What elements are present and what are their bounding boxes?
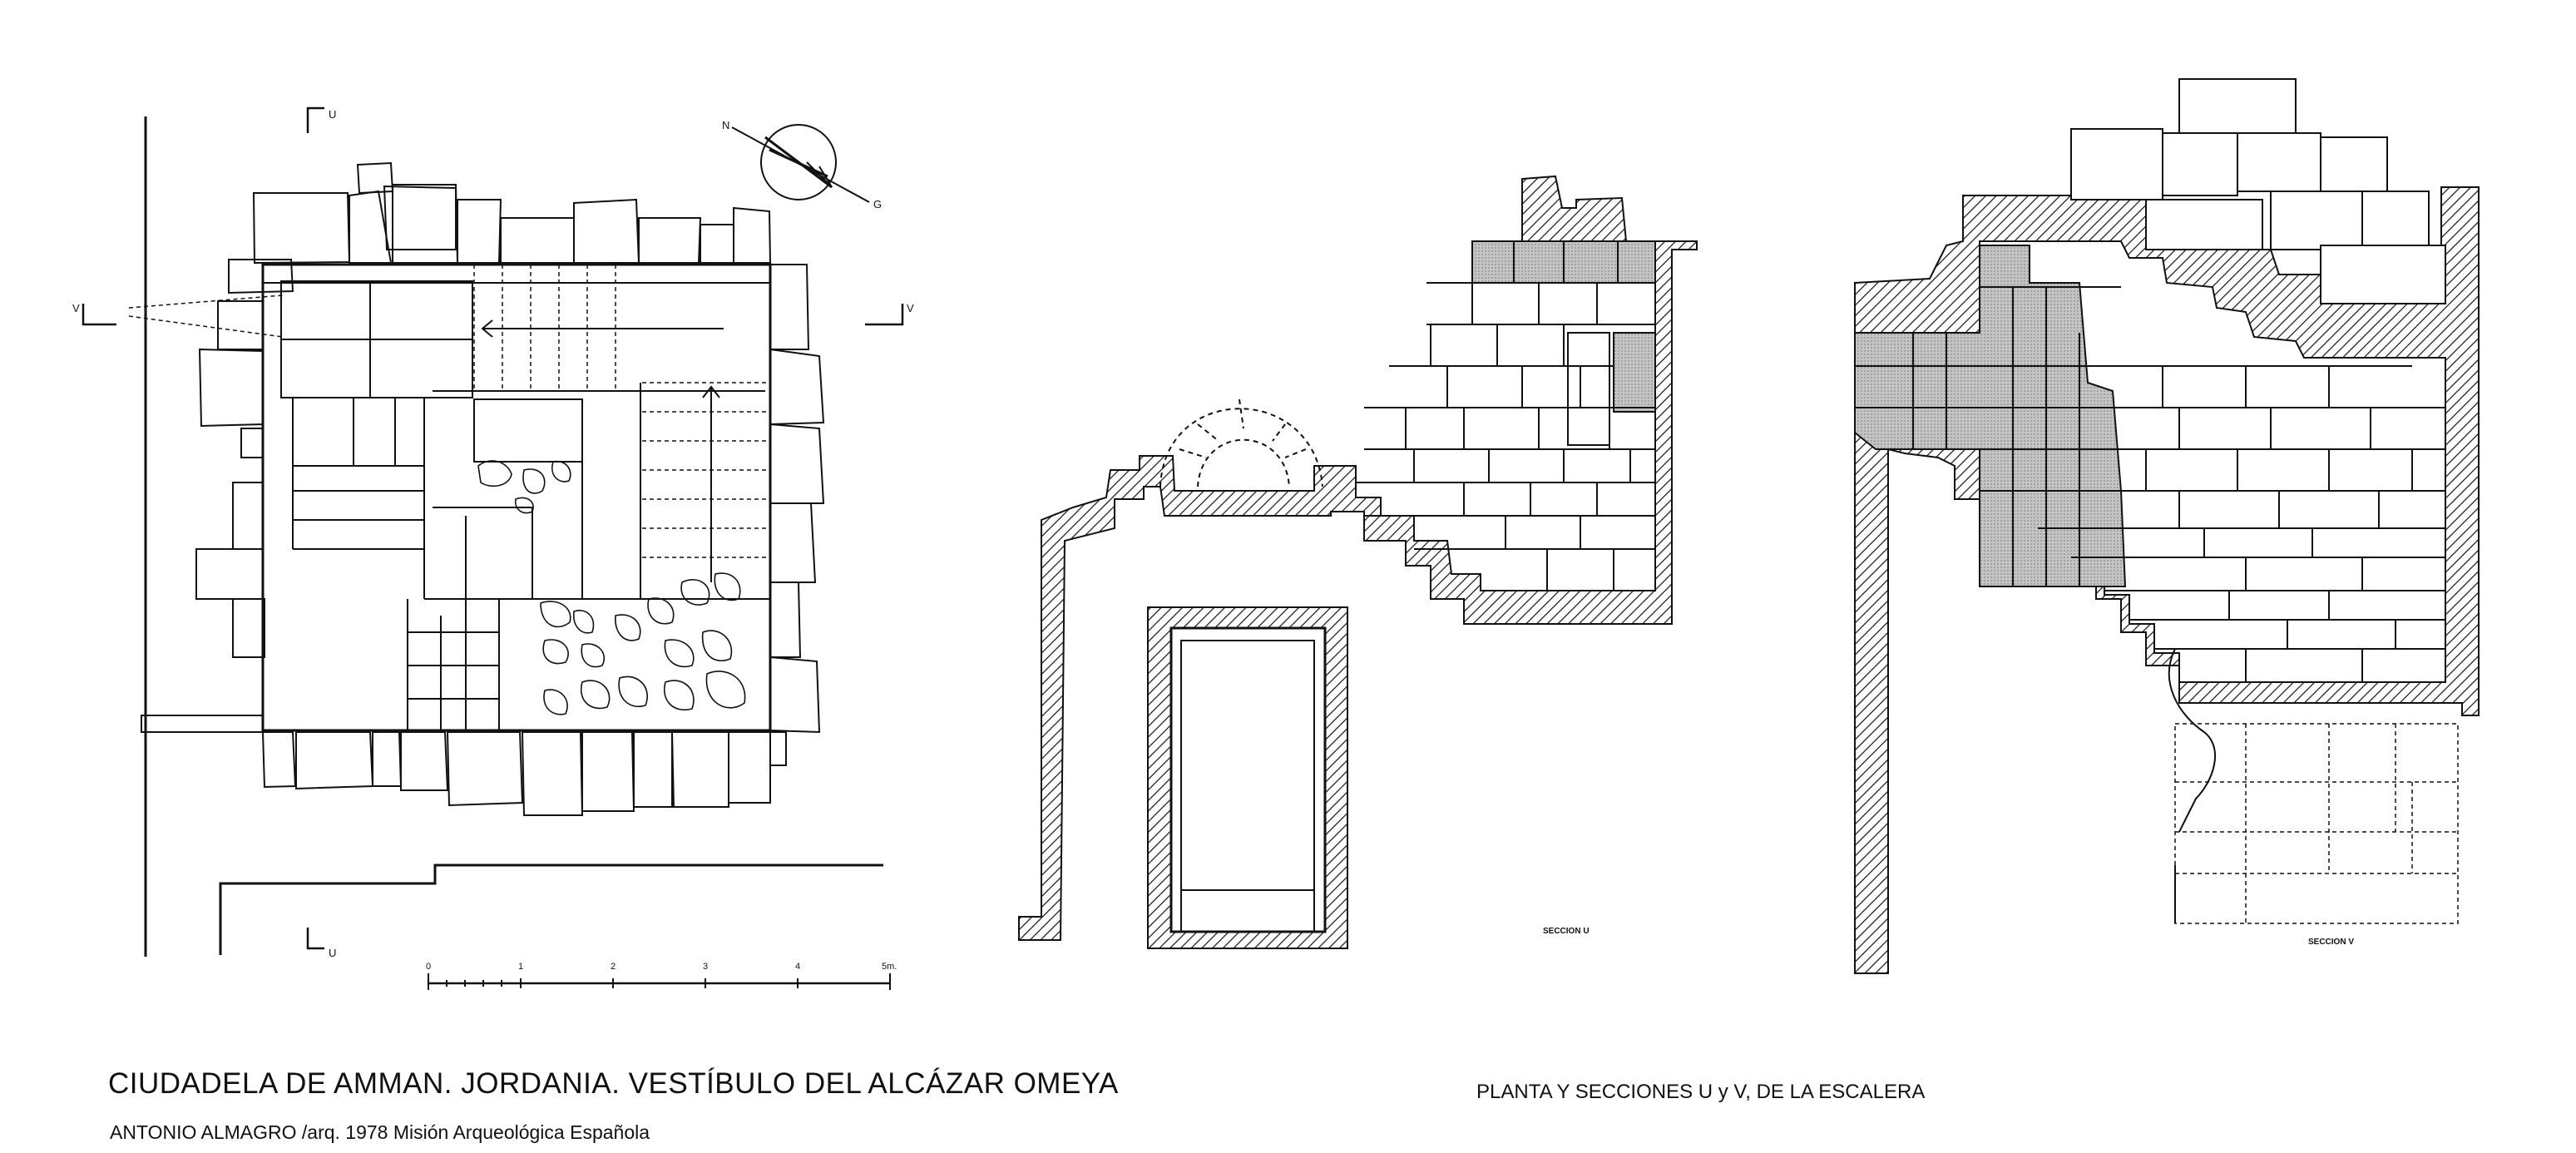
section-mark-v-right: V	[907, 302, 914, 314]
drawing-credit: ANTONIO ALMAGRO /arq. 1978 Misión Arqueo…	[110, 1121, 650, 1143]
plan-stones	[141, 161, 825, 816]
section-u-arch	[1159, 398, 1323, 487]
scale-tick-2: 2	[611, 962, 616, 972]
section-v-label: SECCION V	[2308, 938, 2354, 947]
drawing-subtitle: PLANTA Y SECCIONES U y V, DE LA ESCALERA	[1476, 1081, 1926, 1103]
section-mark-u-bottom: U	[329, 947, 336, 959]
section-u-cut-wall	[1018, 240, 1698, 941]
stair-arrows	[481, 319, 724, 582]
section-v-masonry	[1855, 286, 2445, 682]
scale-bar	[428, 973, 891, 990]
stair-treads	[128, 265, 770, 558]
section-v: SECCION V	[1854, 78, 2480, 974]
section-u-masonry	[1356, 241, 1656, 591]
section-v-dashed-lower	[2174, 723, 2459, 924]
section-markers	[82, 106, 904, 950]
section-u-label: SECCION U	[1543, 927, 1590, 936]
section-u: SECCION U	[1018, 175, 1698, 949]
scale-tick-3: 3	[703, 962, 708, 972]
scale-tick-5: 5m.	[882, 962, 897, 972]
section-mark-v-left: V	[72, 302, 80, 314]
compass-g-label: G	[873, 198, 882, 210]
rubble-paving	[477, 460, 746, 715]
section-v-top-stones	[2070, 78, 2446, 304]
scale-tick-4: 4	[795, 962, 800, 972]
compass-icon	[731, 124, 870, 203]
plan-interior	[262, 280, 770, 732]
scale-tick-1: 1	[518, 962, 523, 972]
floor-plan: N G U U V V 0 1 2 3 4	[72, 106, 914, 990]
drawing-title: CIUDADELA DE AMMAN. JORDANIA. VESTÍBULO …	[108, 1067, 1119, 1100]
section-mark-u-top: U	[329, 108, 336, 121]
scale-tick-0: 0	[426, 962, 431, 972]
compass-north-label: N	[722, 119, 729, 131]
